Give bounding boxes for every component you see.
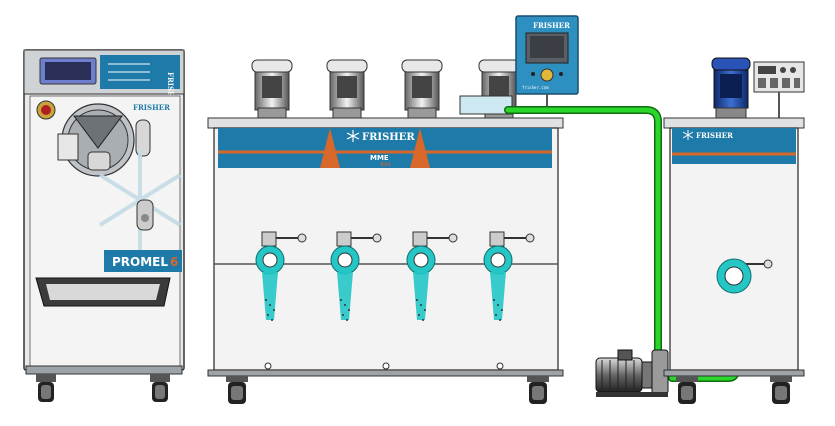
pump-icon — [595, 349, 669, 397]
control-panel-brand: FRISHER — [533, 21, 570, 30]
tap-icon[interactable] — [330, 231, 382, 321]
control-panel: FRISHER frisher.com — [515, 15, 579, 110]
holding-tank-brand: FRISHER — [696, 131, 733, 140]
control-panel-footer: frisher.com — [522, 85, 549, 90]
wheel-icon — [676, 376, 698, 404]
motor-icon — [711, 57, 751, 119]
tap-icon[interactable] — [483, 231, 535, 321]
snowflake-icon — [682, 130, 694, 140]
pasteurizer-model-number: 6 — [170, 255, 178, 269]
snowflake-icon — [98, 150, 182, 250]
tank-unit: FRISHER MME 4xx — [207, 59, 564, 404]
wheel-icon — [226, 376, 248, 404]
motor-icon — [401, 59, 443, 119]
wheel-icon — [36, 374, 56, 402]
control-knob[interactable] — [540, 68, 554, 82]
tank-model-label: MME — [370, 154, 389, 162]
tap-icon[interactable] — [255, 231, 307, 321]
pasteurizer-brand: FRISHER — [133, 103, 170, 112]
wheel-icon — [150, 374, 170, 402]
tap-icon[interactable] — [716, 258, 773, 294]
pasteurizer-machine: FRISHER FRISHER PROMEL 6 — [23, 49, 185, 402]
holding-tank: FRISHER — [663, 57, 805, 404]
tank-model-sub: 4xx — [380, 161, 391, 168]
snowflake-icon — [346, 130, 360, 142]
pasteurizer-side-brand: FRISHER — [166, 72, 175, 109]
tap-icon[interactable] — [406, 231, 458, 321]
wheel-icon — [527, 376, 549, 404]
motor-icon — [251, 59, 293, 119]
wheel-icon — [770, 376, 792, 404]
pasteurizer-label — [104, 250, 182, 272]
pasteurizer-model-label: PROMEL — [112, 255, 168, 269]
motor-icon — [326, 59, 368, 119]
tank-brand: FRISHER — [362, 132, 415, 143]
tank-control-box — [753, 61, 805, 120]
